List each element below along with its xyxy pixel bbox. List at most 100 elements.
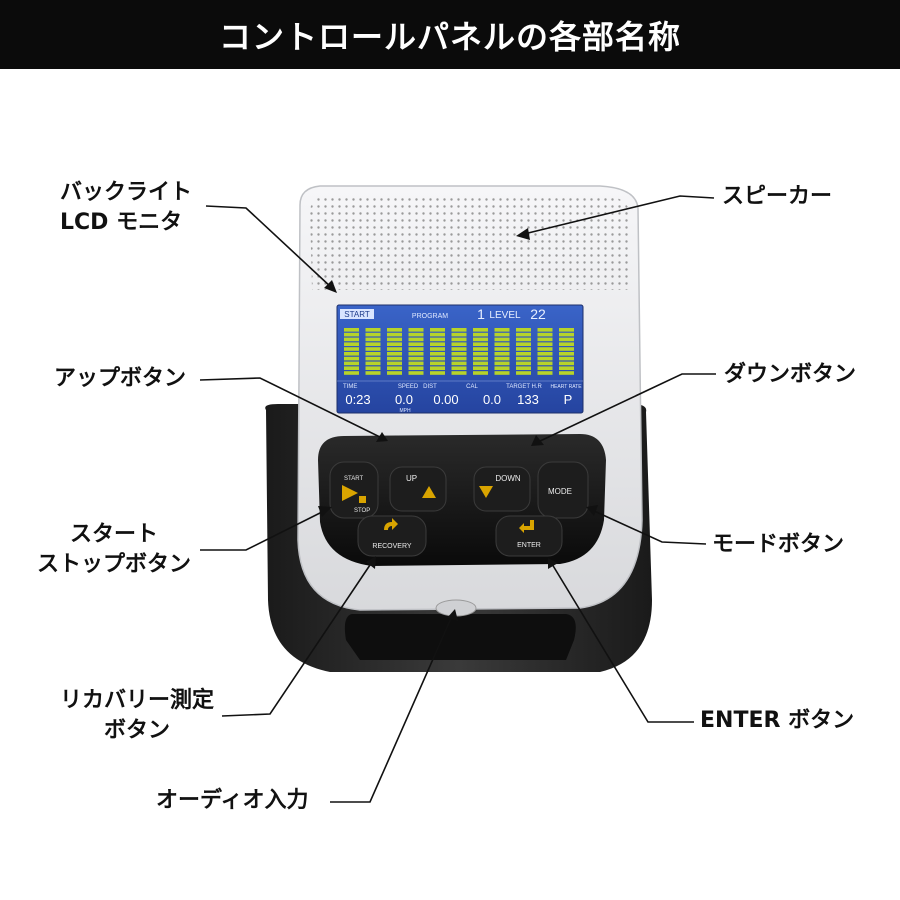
lcd-bar-segment bbox=[408, 328, 424, 332]
lcd-bar-segment bbox=[473, 337, 488, 342]
lcd-target-value: 133 bbox=[517, 392, 539, 407]
arrowhead-mode bbox=[586, 505, 598, 516]
callout-recovery: リカバリー測定 ボタン bbox=[54, 686, 220, 746]
arrowhead-lcd bbox=[324, 280, 337, 293]
lcd-bar-segment bbox=[344, 352, 359, 356]
lcd-bar-segment bbox=[365, 352, 381, 356]
audio-port-slot bbox=[344, 614, 576, 660]
lcd-level-value: 22 bbox=[530, 306, 546, 322]
leader-mode bbox=[591, 509, 707, 545]
callout-backlight-lcd: バックライト LCD モニタ bbox=[60, 178, 192, 238]
lcd-bar-segment bbox=[344, 342, 359, 346]
lcd-bar-segment bbox=[473, 361, 488, 366]
lcd-bar-segment bbox=[365, 347, 381, 351]
leader-lcd bbox=[205, 205, 333, 289]
lcd-bar-segment bbox=[365, 332, 381, 337]
lcd-bar-segment bbox=[559, 337, 574, 342]
lcd-bar-segment bbox=[537, 347, 553, 351]
callout-enter-button: ENTER ボタン bbox=[700, 708, 855, 733]
lcd-bar-segment bbox=[516, 342, 531, 346]
lcd-bar-segment bbox=[365, 356, 381, 361]
down-button[interactable]: DOWN bbox=[473, 466, 531, 512]
play-icon bbox=[342, 485, 358, 501]
lcd-bar-segment bbox=[516, 332, 531, 337]
stop-button-label: STOP bbox=[354, 508, 370, 514]
lcd-bar-segment bbox=[451, 361, 467, 366]
arrowhead-speaker bbox=[516, 228, 530, 240]
callout-backlight-lcd-line2: LCD モニタ bbox=[60, 210, 183, 235]
lcd-bar-segment bbox=[559, 332, 574, 337]
lcd-bar-segment bbox=[494, 356, 510, 361]
lcd-bar-segment bbox=[494, 332, 510, 337]
lcd-bar-segment bbox=[408, 347, 424, 351]
arrowhead-start bbox=[318, 506, 332, 517]
lcd-bar-column bbox=[473, 328, 488, 375]
lcd-bar-segment bbox=[387, 332, 402, 337]
recovery-button[interactable]: RECOVERY bbox=[357, 515, 427, 557]
lcd-time-value: 0:23 bbox=[345, 392, 370, 407]
lcd-bar-segment bbox=[516, 356, 531, 361]
arrowhead-down bbox=[531, 435, 544, 446]
lcd-bar-segment bbox=[408, 356, 424, 361]
lcd-bar-segment bbox=[473, 356, 488, 361]
lcd-bar-segment bbox=[537, 361, 553, 366]
lcd-target-label: TARGET H.R bbox=[506, 384, 542, 390]
lcd-bar-segment bbox=[430, 366, 445, 370]
lcd-bar-segment bbox=[408, 371, 424, 375]
enter-return-icon bbox=[519, 520, 534, 533]
lcd-level-label: LEVEL bbox=[489, 310, 521, 321]
lcd-bar-segment bbox=[516, 328, 531, 332]
lcd-bar-segment bbox=[516, 347, 531, 351]
lcd-bar-segment bbox=[559, 342, 574, 346]
speaker-grille bbox=[310, 194, 630, 290]
leader-down bbox=[537, 373, 716, 443]
lcd-bar-segment bbox=[365, 366, 381, 370]
lcd-bar-segment bbox=[387, 347, 402, 351]
mode-button[interactable]: MODE bbox=[537, 461, 589, 519]
lcd-bar-segment bbox=[537, 332, 553, 337]
lcd-bar-segment bbox=[344, 347, 359, 351]
lcd-bar-column bbox=[516, 328, 531, 375]
lcd-bar-segment bbox=[494, 366, 510, 370]
lcd-start-tag bbox=[340, 309, 374, 319]
arrowhead-up bbox=[376, 432, 388, 442]
lcd-speed-label: SPEED bbox=[398, 384, 419, 390]
lcd-bar-segment bbox=[516, 371, 531, 375]
lcd-bar-segment bbox=[387, 366, 402, 370]
callout-audio-input: オーディオ入力 bbox=[156, 788, 309, 813]
stop-icon bbox=[359, 496, 366, 503]
up-arrow-icon bbox=[422, 486, 436, 498]
lcd-program-value: 1 bbox=[477, 306, 485, 322]
lcd-bar-segment bbox=[344, 332, 359, 337]
lcd-bar-segment bbox=[387, 352, 402, 356]
lcd-cal-label: CAL bbox=[466, 384, 478, 390]
up-button[interactable]: UP bbox=[389, 466, 447, 512]
leader-speaker bbox=[523, 195, 715, 235]
lcd-bar-segment bbox=[344, 366, 359, 370]
lcd-bar-segment bbox=[537, 366, 553, 370]
lcd-bar-segment bbox=[365, 342, 381, 346]
lcd-program-label: PROGRAM bbox=[412, 313, 448, 320]
lcd-bar-segment bbox=[537, 342, 553, 346]
lcd-bar-segment bbox=[451, 332, 467, 337]
lcd-bar-segment bbox=[408, 352, 424, 356]
start-stop-button[interactable]: START STOP bbox=[329, 461, 379, 519]
lcd-bar-graph bbox=[344, 328, 574, 375]
lcd-bar-segment bbox=[387, 337, 402, 342]
lcd-cal-value: 0.0 bbox=[483, 392, 501, 407]
up-button-label: UP bbox=[406, 474, 417, 483]
lcd-bar-segment bbox=[473, 347, 488, 351]
lcd-bar-segment bbox=[451, 337, 467, 342]
lcd-bar-column bbox=[537, 328, 553, 375]
callout-start-stop-line2: ストップボタン bbox=[36, 552, 191, 577]
lcd-bar-segment bbox=[559, 328, 574, 332]
lcd-bar-column bbox=[494, 328, 510, 375]
lcd-bar-segment bbox=[537, 328, 553, 332]
lcd-bar-segment bbox=[559, 352, 574, 356]
leader-start bbox=[200, 509, 327, 551]
lcd-bar-segment bbox=[473, 371, 488, 375]
callout-mode-button: モードボタン bbox=[712, 532, 845, 557]
enter-button[interactable]: ENTER bbox=[495, 515, 563, 557]
lcd-bar-segment bbox=[494, 371, 510, 375]
